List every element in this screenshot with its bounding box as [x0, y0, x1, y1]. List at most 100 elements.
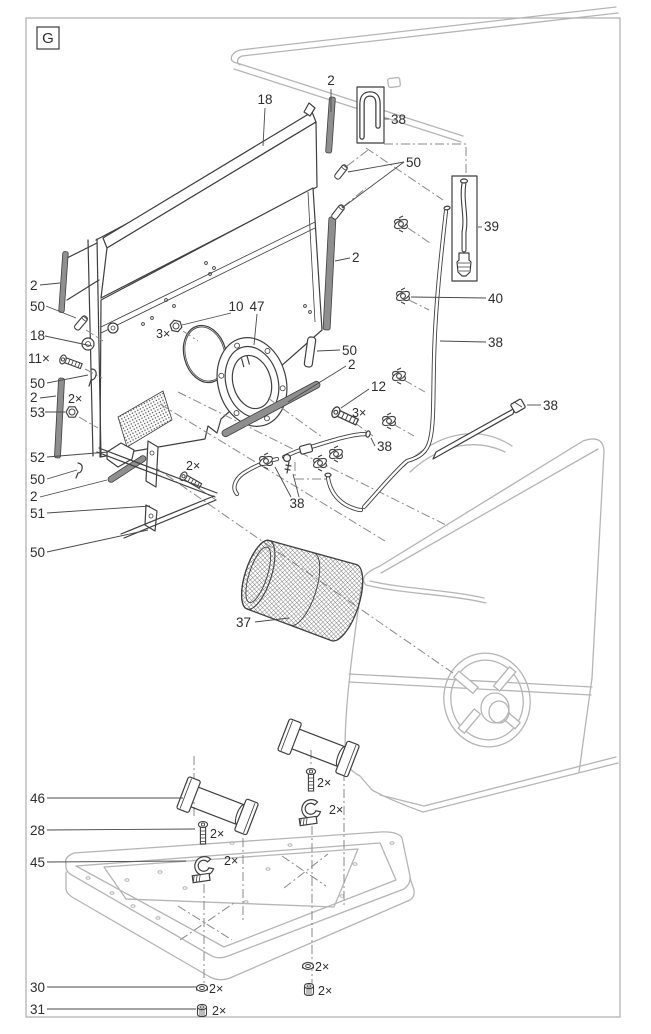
nut-53 [65, 406, 79, 418]
hose-fitting [282, 453, 292, 463]
small-parts [58, 163, 361, 539]
part-number-label: 52 [30, 450, 45, 465]
leader-line [45, 305, 77, 319]
diagram-frame [25, 17, 621, 1018]
tank-port [443, 652, 531, 748]
quantity-label: 2× [318, 984, 332, 998]
part-number-label: 53 [30, 405, 45, 420]
part-number-label: 50 [30, 299, 45, 314]
leader-line [274, 466, 292, 498]
leader-line [39, 282, 61, 286]
part-number-label: 39 [484, 219, 499, 234]
cable-tie-38 [432, 398, 526, 460]
quantity-label: 2× [329, 803, 343, 817]
washer-30-left [195, 984, 209, 992]
leader-line [39, 479, 108, 498]
quantity-label: 2× [212, 1004, 226, 1018]
section-letter-box: G [36, 26, 60, 50]
part-number-label: 50 [406, 155, 421, 170]
t-connector [298, 443, 314, 455]
leader-line [370, 437, 376, 447]
leader-line [287, 365, 347, 403]
part-number-label: 47 [249, 299, 264, 314]
leader-line [341, 161, 405, 209]
leader-line [46, 374, 89, 384]
part-number-label: 46 [30, 791, 45, 806]
part-number-label: 50 [30, 376, 45, 391]
hook-50-lower [75, 462, 83, 479]
part-number-label: 28 [30, 823, 45, 838]
vent-grid [117, 390, 173, 448]
quantity-label: 2× [210, 827, 224, 841]
part-number-label: 10 [228, 299, 243, 314]
front-panel [99, 187, 323, 458]
part-number-label: 38 [391, 112, 406, 127]
bracket-52 [106, 442, 135, 468]
leader-line [410, 296, 487, 299]
quantity-label: 2× [186, 459, 200, 473]
part-number-label: 18 [30, 328, 45, 343]
capnut-31-right [303, 982, 315, 997]
part-number-label: 2 [30, 390, 38, 405]
leader-line [340, 388, 370, 409]
leader-line [39, 395, 57, 399]
quantity-label: 3× [352, 406, 366, 420]
panel-18-face [100, 121, 318, 299]
part-number-label: 2 [352, 250, 360, 265]
part-number-label: 38 [543, 398, 558, 413]
part-number-label: 38 [377, 439, 392, 454]
panel-assembly [54, 96, 337, 483]
leader-line [46, 505, 151, 514]
leader-line [253, 313, 258, 346]
leader-line [347, 161, 405, 173]
bar-51 [96, 447, 218, 498]
leader-line [292, 473, 300, 498]
quantity-label: 2× [315, 960, 329, 974]
part-number-label: 50 [30, 545, 45, 560]
part-number-label: 11× [28, 351, 50, 366]
leader-line [46, 860, 187, 863]
hose-box-39 [451, 175, 478, 282]
leader-line [254, 617, 290, 623]
part-number-label: 12 [371, 379, 386, 394]
part-number-label: 38 [289, 496, 304, 511]
part-number-label: 2 [30, 489, 38, 504]
support-bracket [144, 440, 159, 532]
outlet-flange-47 [216, 337, 288, 427]
part-number-label: 2 [327, 73, 335, 88]
part-number-label: 50 [30, 472, 45, 487]
leader-line [181, 312, 232, 326]
quantity-label: 2× [209, 982, 223, 996]
tray-holes [85, 841, 395, 920]
part-number-label: 40 [488, 291, 503, 306]
strip-50-mid [303, 336, 317, 368]
leader-line [439, 340, 487, 343]
hose-set [232, 86, 478, 513]
leader-line [46, 451, 109, 458]
leader-line [44, 335, 93, 347]
part-number-label: 51 [30, 506, 45, 521]
hook-50 [88, 368, 97, 387]
leader-line [46, 469, 78, 480]
u-hose-box-38 [356, 86, 385, 144]
leader-line [316, 349, 341, 352]
part-number-label: 30 [30, 980, 45, 995]
leader-line [46, 529, 149, 553]
part-number-label: 31 [30, 1002, 45, 1017]
quantity-label: 2× [317, 776, 331, 790]
part-number-label: 50 [342, 343, 357, 358]
quantity-label: 2× [224, 854, 238, 868]
labels: 2501811×50253525025150182385023940383810… [28, 73, 558, 1018]
part-number-label: 45 [30, 855, 45, 870]
section-letter: G [42, 30, 54, 47]
panel-holes [141, 261, 312, 326]
washer-30-right [301, 962, 315, 970]
carry-handle [230, 6, 619, 143]
capnut-31-left [196, 1003, 208, 1018]
part-number-label: 18 [257, 92, 272, 107]
leader-line [46, 828, 196, 831]
part-number-label: 37 [236, 615, 251, 630]
leader-line [334, 257, 351, 262]
bottom-tray [65, 831, 415, 981]
